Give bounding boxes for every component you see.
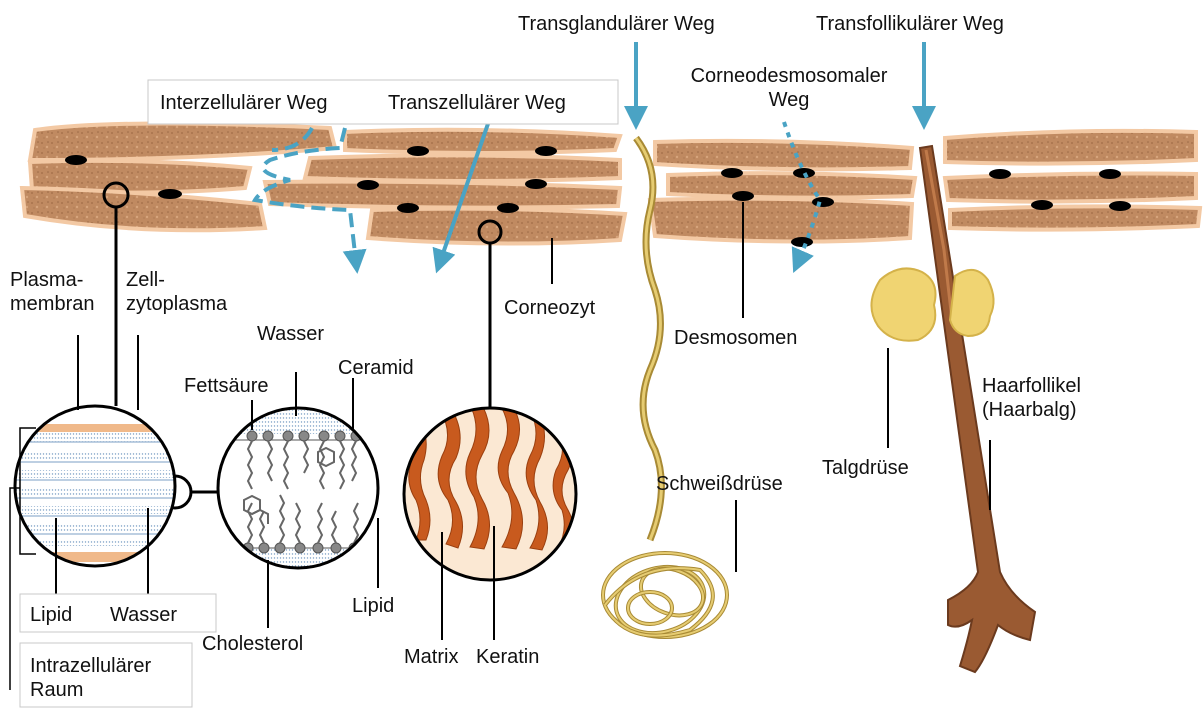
label-water-left: Wasser xyxy=(110,603,177,627)
label-lipid-left: Lipid xyxy=(30,603,72,627)
label-cholesterol: Cholesterol xyxy=(202,632,303,656)
label-intracellular: Intrazellulärer Raum xyxy=(30,654,151,702)
label-lipid-mid: Lipid xyxy=(352,594,394,618)
label-transcellular: Transzellulärer Weg xyxy=(388,91,566,115)
label-transglandular: Transglandulärer Weg xyxy=(518,12,715,36)
label-desmosomes: Desmosomen xyxy=(674,326,797,350)
label-corneocyte: Corneozyt xyxy=(504,296,595,320)
label-matrix: Matrix xyxy=(404,645,458,669)
label-corneodesmosomal: Corneodesmosomaler Weg xyxy=(666,64,912,112)
label-hair-follicle: Haarfollikel (Haarbalg) xyxy=(982,374,1081,422)
label-cytoplasm: Zell- zytoplasma xyxy=(126,268,227,316)
label-intercellular: Interzellulärer Weg xyxy=(160,91,327,115)
label-sebaceous-gland: Talgdrüse xyxy=(822,456,909,480)
label-plasma-membrane: Plasma- membran xyxy=(10,268,94,316)
label-keratin: Keratin xyxy=(476,645,539,669)
label-transfollicular: Transfollikulärer Weg xyxy=(816,12,1004,36)
label-fatty-acid: Fettsäure xyxy=(184,374,268,398)
label-water-top: Wasser xyxy=(257,322,324,346)
label-ceramide: Ceramid xyxy=(338,356,414,380)
label-sweat-gland: Schweißdrüse xyxy=(656,472,783,496)
